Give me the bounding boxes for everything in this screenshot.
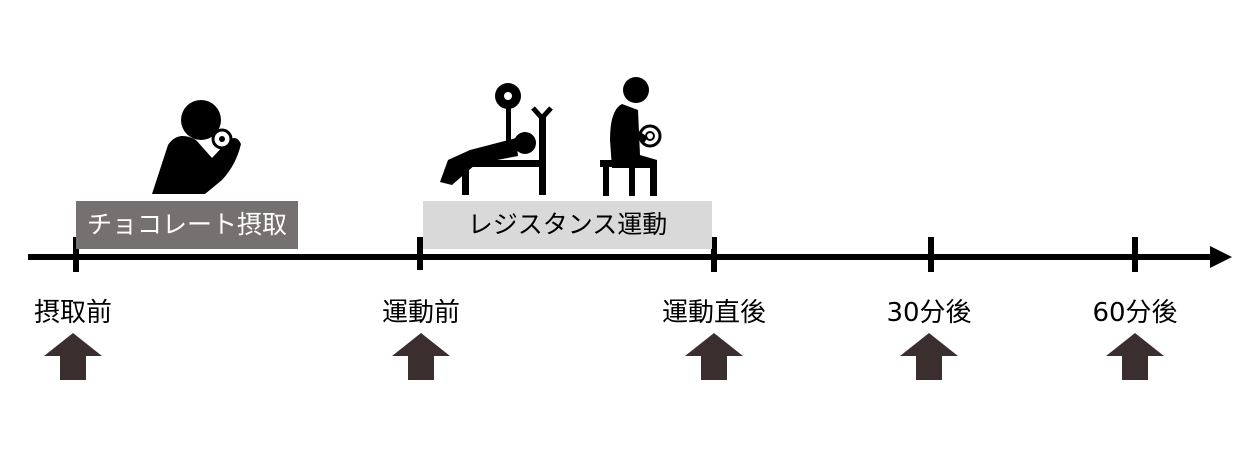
phase-chocolate-intake: チョコレート摂取: [76, 201, 298, 249]
phase-resistance-exercise: レジスタンス運動: [423, 201, 712, 249]
seated-dumbbell-curl-icon: [600, 77, 662, 196]
up-arrow-icon: [900, 333, 958, 380]
timepoint-label-post-exercise: 運動直後: [661, 298, 767, 328]
timepoint-label-30min: 30分後: [886, 298, 972, 328]
axis-arrowhead: [1210, 246, 1232, 268]
up-arrow-icon: [44, 333, 102, 380]
timepoint-label-pre-intake: 摂取前: [33, 298, 113, 328]
up-arrow-icon: [685, 333, 743, 380]
bench-press-icon: [440, 83, 553, 195]
up-arrow-icon: [392, 333, 450, 380]
timepoint-label-60min: 60分後: [1092, 298, 1178, 328]
timepoint-label-pre-exercise: 運動前: [381, 298, 461, 328]
up-arrow-icon: [1106, 333, 1164, 380]
person-eating-icon: [152, 100, 241, 194]
